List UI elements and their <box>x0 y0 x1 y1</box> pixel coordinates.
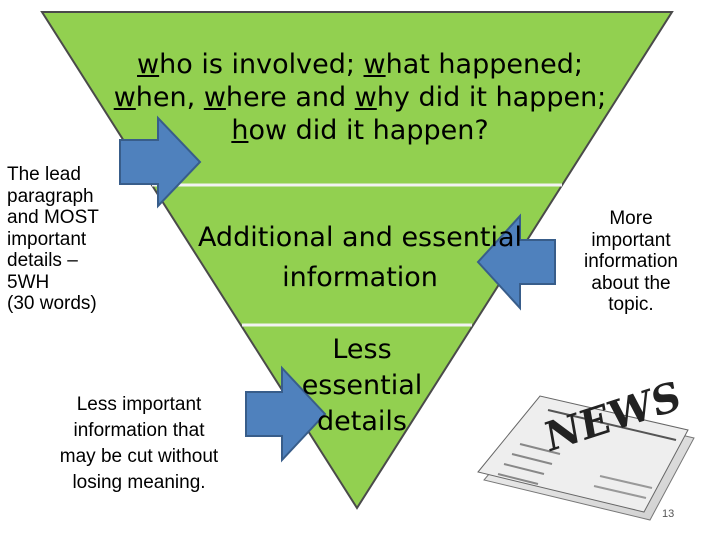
tier-1-line-2-part-b: here and <box>225 82 355 113</box>
underlined-w: w <box>137 49 160 80</box>
tier-2-line-2: information <box>282 262 438 293</box>
label-lead-line: important <box>7 228 87 250</box>
label-lead-line: (30 words) <box>7 293 97 314</box>
label-more-line: topic. <box>608 294 654 315</box>
label-more: More important information about the top… <box>556 208 706 316</box>
tier-3-text: Less essential details <box>277 332 447 440</box>
arrow-lead <box>119 115 202 209</box>
tier-1-line-3-part-a: ow did it happen? <box>248 115 489 146</box>
label-less-line: information that <box>73 420 205 441</box>
arrow-more <box>476 213 556 311</box>
label-more-line: important <box>591 229 671 251</box>
tier-1-text: who is involved; what happened; when, wh… <box>60 48 660 147</box>
label-more-line: More <box>609 208 653 229</box>
tier-1-line-1-part-b: hat happened; <box>385 49 583 80</box>
tier-1-line-2: when, where and why did it happen; <box>60 81 660 114</box>
tier-1-line-1-part-a: ho is involved; <box>159 49 364 80</box>
label-less-line: losing meaning. <box>72 472 206 493</box>
label-lead-line: The lead <box>7 164 81 185</box>
label-lead-line: and MOST <box>7 207 99 228</box>
label-lead: The lead paragraph and MOST important de… <box>7 164 142 315</box>
label-lead-line: details – <box>7 250 78 271</box>
label-lead-line: paragraph <box>7 185 94 207</box>
tier-1-line-2-part-a: hen, <box>135 82 204 113</box>
tier-3-line-2: essential <box>301 370 423 401</box>
label-lead-line: 5WH <box>7 271 50 293</box>
newspaper-icon: NEWS <box>477 372 695 521</box>
tier-3-line-1: Less <box>332 334 392 365</box>
label-more-line: about the <box>591 272 671 294</box>
tier-2-text: Additional and essential information <box>180 218 540 298</box>
underlined-w: w <box>363 49 386 80</box>
tier-1-line-3: how did it happen? <box>60 114 660 147</box>
label-less: Less important information that may be c… <box>20 392 258 496</box>
arrow-less <box>245 365 327 463</box>
underlined-w: w <box>203 82 226 113</box>
label-less-line: Less important <box>76 394 202 415</box>
tier-3-line-3: details <box>317 406 407 437</box>
tier-1-line-2-part-c: hy did it happen; <box>376 82 607 113</box>
underlined-w: w <box>354 82 377 113</box>
underlined-h: h <box>231 115 249 146</box>
underlined-w: w <box>113 82 136 113</box>
label-more-line: information <box>584 251 678 272</box>
page-number: 13 <box>662 508 675 520</box>
tier-2-line-1: Additional and essential <box>197 222 523 253</box>
tier-1-line-1: who is involved; what happened; <box>60 48 660 81</box>
label-less-line: may be cut without <box>59 446 219 467</box>
